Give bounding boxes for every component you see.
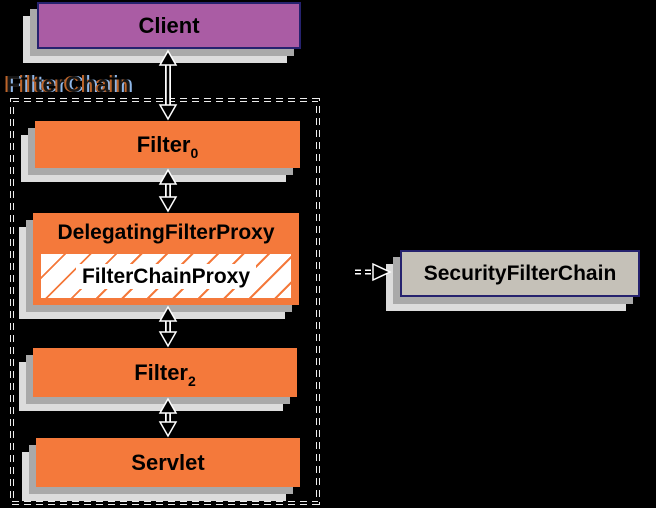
arrow-dfp-filter2 <box>158 305 178 348</box>
client-node-label: Client <box>138 12 200 38</box>
security-filter-chain-label: SecurityFilterChain <box>423 262 617 285</box>
filter0-node-label: Filter0 <box>136 131 199 161</box>
security-filter-chain-node: SecurityFilterChain <box>400 250 640 297</box>
filterchain-group-label: FilterChain <box>6 71 132 97</box>
filter-chain-proxy-label: FilterChainProxy <box>75 263 257 289</box>
delegating-filter-proxy-node: DelegatingFilterProxy FilterChainProxy <box>33 213 299 305</box>
servlet-node: Servlet <box>36 438 300 487</box>
arrow-fcp-securityfilterchain <box>355 262 392 282</box>
arrow-client-filter0 <box>158 49 178 121</box>
servlet-node-label: Servlet <box>131 449 205 475</box>
filter2-subscript: 2 <box>188 372 196 389</box>
filter-chain-proxy-node: FilterChainProxy <box>39 252 293 300</box>
filter0-node: Filter0 <box>35 121 300 168</box>
client-node: Client <box>37 2 301 49</box>
filter2-node: Filter2 <box>33 348 297 397</box>
filter0-subscript: 0 <box>190 144 199 161</box>
filter2-node-label: Filter2 <box>134 359 196 389</box>
arrow-filter2-servlet <box>158 397 178 438</box>
delegating-filter-proxy-label: DelegatingFilterProxy <box>57 221 275 244</box>
arrow-filter0-dfp <box>158 168 178 213</box>
